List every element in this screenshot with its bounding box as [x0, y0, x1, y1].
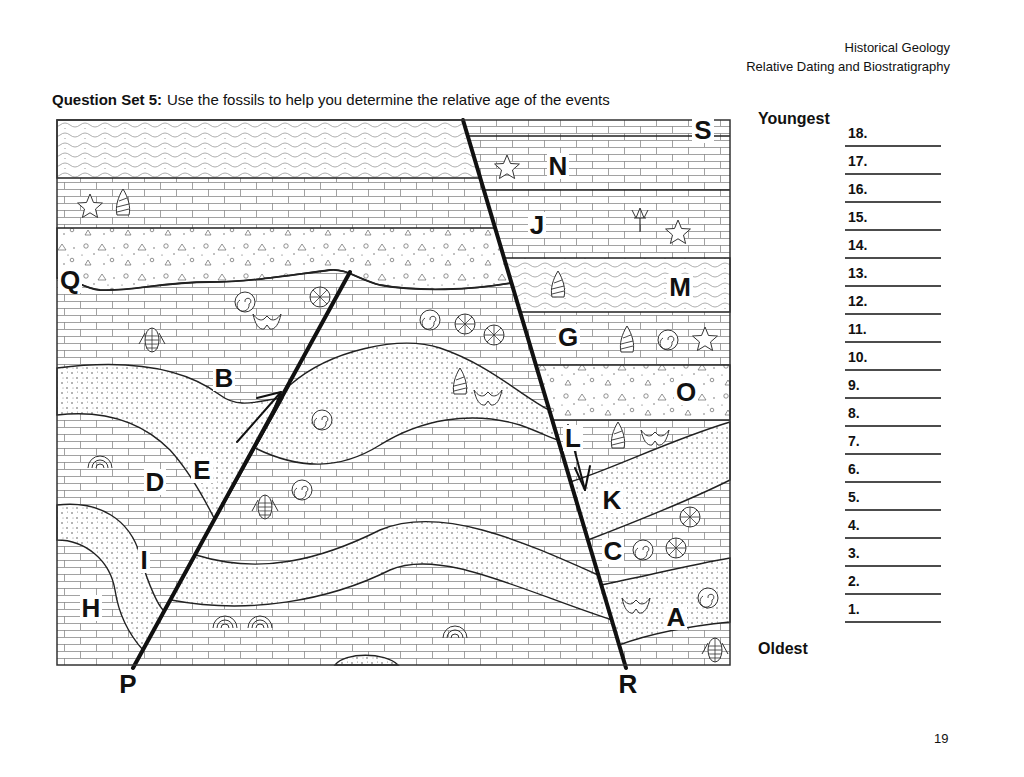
unit-letter: S — [692, 117, 713, 143]
unit-letter: P — [117, 671, 138, 697]
answer-number: 17. — [848, 153, 867, 169]
answer-number: 1. — [848, 601, 860, 617]
unit-letter: D — [144, 469, 167, 495]
unit-letter: A — [665, 604, 688, 630]
unit-letter: H — [80, 595, 103, 621]
answer-number: 14. — [848, 237, 867, 253]
answer-number: 2. — [848, 573, 860, 589]
axis-label: Youngest — [758, 110, 830, 128]
question-heading: Question Set 5: — [52, 91, 162, 108]
answer-number: 16. — [848, 181, 867, 197]
header-text: Historical Geology — [845, 41, 951, 56]
answer-number: 8. — [848, 405, 860, 421]
answer-number: 6. — [848, 461, 860, 477]
unit-letter: L — [563, 425, 583, 451]
unit-letter: B — [213, 365, 236, 391]
header-text: Relative Dating and Biostratigraphy — [746, 60, 950, 75]
unit-letter: R — [617, 671, 640, 697]
unit-letter: Q — [58, 267, 82, 293]
axis-label: Oldest — [758, 640, 808, 658]
answer-number: 13. — [848, 265, 867, 281]
answer-number: 7. — [848, 433, 860, 449]
unit-letter: C — [602, 538, 625, 564]
unit-letter: J — [528, 212, 546, 238]
answer-number: 9. — [848, 377, 860, 393]
unit-letter: I — [138, 547, 149, 573]
page-number: 19 — [934, 732, 948, 747]
unit-letter: O — [674, 379, 698, 405]
unit-letter: G — [556, 324, 580, 350]
unit-letter: E — [191, 457, 212, 483]
unit-letter: N — [547, 153, 570, 179]
answer-number: 4. — [848, 517, 860, 533]
answer-number: 15. — [848, 209, 867, 225]
unit-letter: M — [667, 274, 693, 300]
question-text: Use the fossils to help you determine th… — [167, 91, 610, 108]
unit-letter: K — [601, 487, 624, 513]
answer-number: 3. — [848, 545, 860, 561]
answer-number: 5. — [848, 489, 860, 505]
answer-number: 11. — [848, 321, 867, 337]
answer-number: 18. — [848, 125, 867, 141]
answer-number: 12. — [848, 293, 867, 309]
answer-number: 10. — [848, 349, 867, 365]
